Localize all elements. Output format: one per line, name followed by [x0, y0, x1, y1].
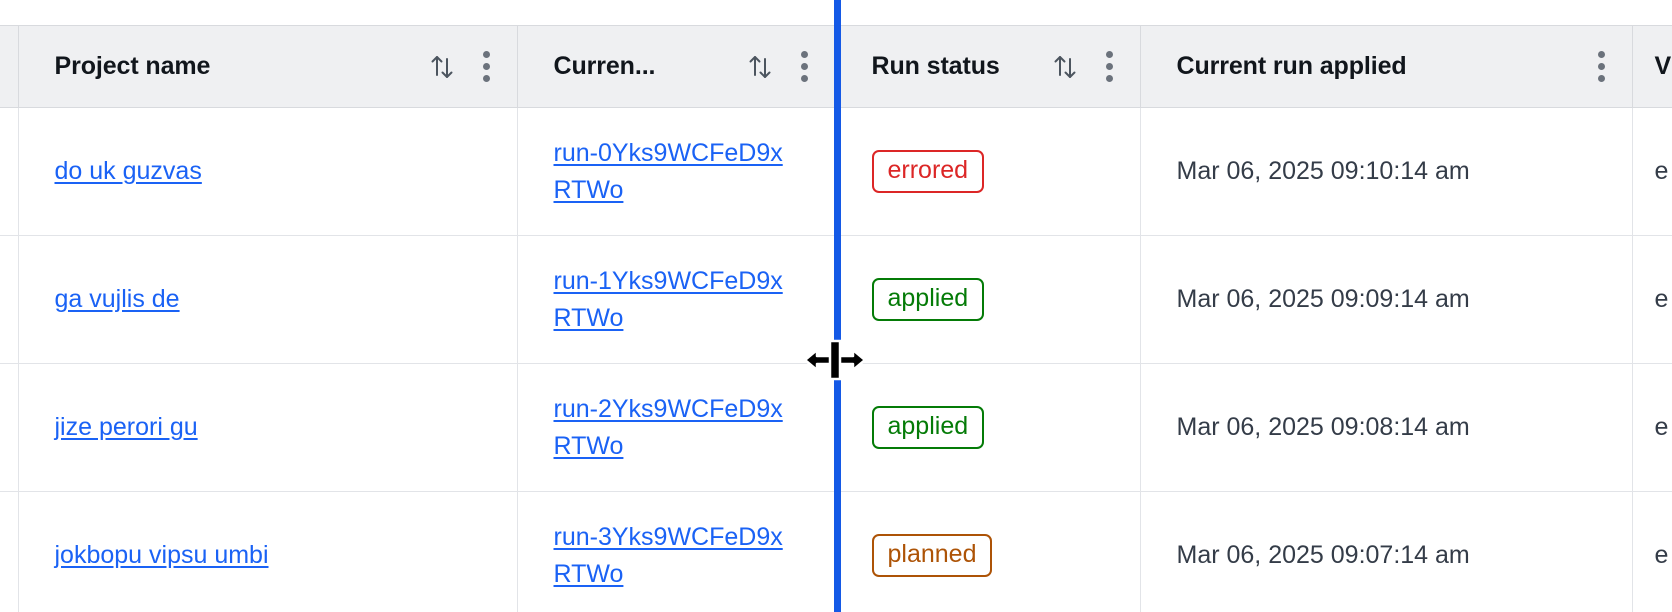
row-gutter-cell: [0, 107, 19, 236]
column-resize-guideline[interactable]: [834, 0, 841, 612]
project-name-link[interactable]: ga vujlis de: [54, 285, 180, 313]
cell-current-run: run-1Yks9WCFeD9xRTWo: [517, 235, 836, 364]
projects-table: Project name: [0, 25, 1672, 612]
column-header-gutter: [0, 25, 19, 108]
project-name-link[interactable]: jokbopu vipsu umbi: [54, 541, 269, 569]
table-row: do uk guzvas run-0Yks9WCFeD9xRTWo errore…: [0, 107, 1672, 236]
cell-project-name: do uk guzvas: [18, 107, 518, 236]
sort-arrows-icon[interactable]: [743, 50, 777, 84]
kebab-menu-icon[interactable]: [1598, 50, 1606, 84]
kebab-menu-icon[interactable]: [1106, 50, 1114, 84]
column-header-project-name[interactable]: Project name: [18, 25, 518, 108]
cell-next-clipped: e: [1632, 491, 1672, 612]
cell-current-run-applied: Mar 06, 2025 09:09:14 am: [1140, 235, 1633, 364]
row-gutter-cell: [0, 235, 19, 364]
cell-current-run-applied: Mar 06, 2025 09:08:14 am: [1140, 363, 1633, 492]
table-header: Project name: [0, 25, 1672, 108]
column-header-current-run[interactable]: Curren...: [517, 25, 836, 108]
status-badge: applied: [871, 278, 985, 321]
cell-current-run-applied: Mar 06, 2025 09:07:14 am: [1140, 491, 1633, 612]
column-header-run-status-label: Run status: [871, 52, 1000, 80]
row-gutter-cell: [0, 491, 19, 612]
cell-current-run-applied: Mar 06, 2025 09:10:14 am: [1140, 107, 1633, 236]
column-header-current-run-applied-label: Current run applied: [1176, 52, 1407, 80]
status-badge: planned: [871, 534, 993, 577]
project-name-link[interactable]: do uk guzvas: [54, 157, 202, 185]
table-header-row: Project name: [0, 25, 1672, 108]
sort-arrows-icon[interactable]: [425, 50, 459, 84]
applied-timestamp: Mar 06, 2025 09:08:14 am: [1176, 413, 1470, 441]
cell-next-clipped: e: [1632, 363, 1672, 492]
cell-next-clipped: e: [1632, 107, 1672, 236]
cell-project-name: ga vujlis de: [18, 235, 518, 364]
applied-timestamp: Mar 06, 2025 09:07:14 am: [1176, 541, 1470, 569]
project-name-link[interactable]: jize perori gu: [54, 413, 198, 441]
column-header-project-name-label: Project name: [54, 52, 211, 80]
table-row: jize perori gu run-2Yks9WCFeD9xRTWo appl…: [0, 363, 1672, 492]
applied-timestamp: Mar 06, 2025 09:09:14 am: [1176, 285, 1470, 313]
kebab-menu-icon[interactable]: [801, 50, 809, 84]
cell-project-name: jokbopu vipsu umbi: [18, 491, 518, 612]
status-badge: applied: [871, 406, 985, 449]
cell-run-status: applied: [835, 235, 1141, 364]
cell-project-name: jize perori gu: [18, 363, 518, 492]
row-gutter-cell: [0, 363, 19, 492]
table-row: jokbopu vipsu umbi run-3Yks9WCFeD9xRTWo …: [0, 491, 1672, 612]
column-header-run-status-tools: [1048, 50, 1140, 84]
kebab-menu-icon[interactable]: [483, 50, 491, 84]
projects-table-container: Project name: [0, 25, 1672, 612]
column-header-current-run-label: Curren...: [553, 52, 656, 80]
column-header-project-name-tools: [425, 50, 517, 84]
sort-arrows-icon[interactable]: [1048, 50, 1082, 84]
cell-run-status: planned: [835, 491, 1141, 612]
column-header-current-run-applied-tools: [1598, 50, 1632, 84]
cell-run-status: applied: [835, 363, 1141, 492]
current-run-link[interactable]: run-0Yks9WCFeD9xRTWo: [553, 139, 783, 204]
current-run-link[interactable]: run-3Yks9WCFeD9xRTWo: [553, 523, 783, 588]
column-header-current-run-tools: [743, 50, 835, 84]
cell-run-status: errored: [835, 107, 1141, 236]
applied-timestamp: Mar 06, 2025 09:10:14 am: [1176, 157, 1470, 185]
column-header-run-status[interactable]: Run status: [835, 25, 1141, 108]
cell-current-run: run-3Yks9WCFeD9xRTWo: [517, 491, 836, 612]
cell-next-clipped: e: [1632, 235, 1672, 364]
column-header-next-clipped[interactable]: V: [1632, 25, 1672, 108]
current-run-link[interactable]: run-1Yks9WCFeD9xRTWo: [553, 267, 783, 332]
cell-current-run: run-2Yks9WCFeD9xRTWo: [517, 363, 836, 492]
column-header-current-run-applied[interactable]: Current run applied: [1140, 25, 1633, 108]
table-row: ga vujlis de run-1Yks9WCFeD9xRTWo applie…: [0, 235, 1672, 364]
table-body: do uk guzvas run-0Yks9WCFeD9xRTWo errore…: [0, 107, 1672, 612]
cell-current-run: run-0Yks9WCFeD9xRTWo: [517, 107, 836, 236]
current-run-link[interactable]: run-2Yks9WCFeD9xRTWo: [553, 395, 783, 460]
status-badge: errored: [871, 150, 985, 193]
